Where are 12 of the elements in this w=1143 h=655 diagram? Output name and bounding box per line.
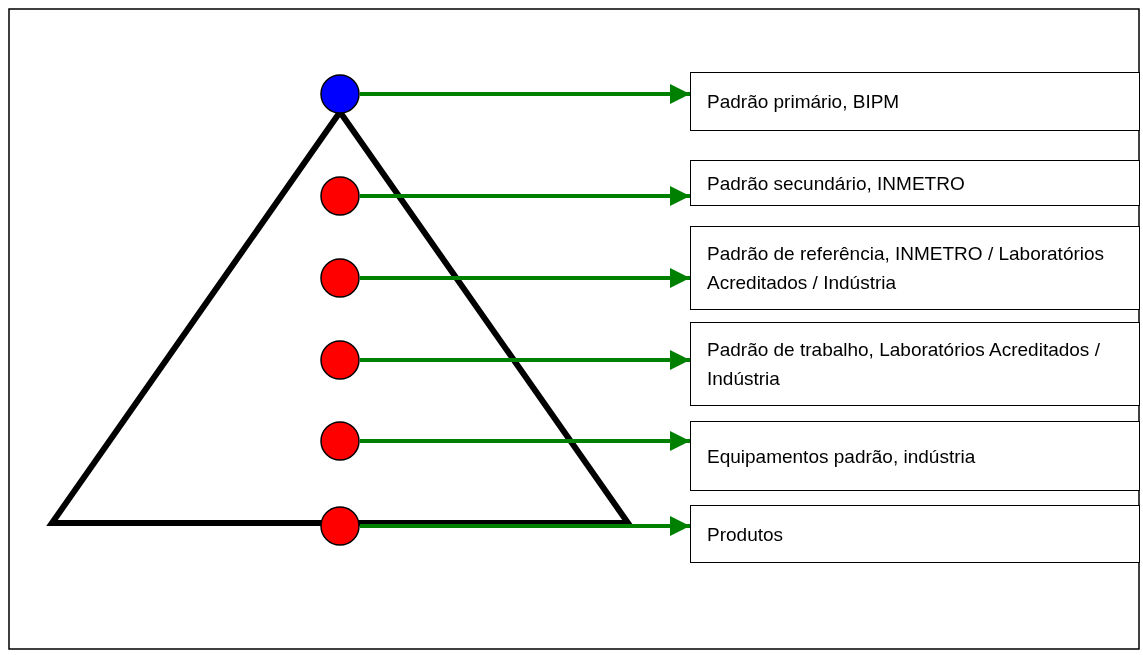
arrow <box>360 268 690 288</box>
level-box: Equipamentos padrão, indústria <box>690 421 1140 491</box>
arrow <box>360 516 690 536</box>
level-box: Padrão primário, BIPM <box>690 72 1140 131</box>
level-box: Padrão de referência, INMETRO / Laboratórios Acreditados / Indústria <box>690 226 1140 310</box>
level-box: Padrão de trabalho, Laboratórios Acreditados / Indústria <box>690 322 1140 406</box>
arrow <box>360 431 690 451</box>
arrow <box>360 350 690 370</box>
level-box: Padrão secundário, INMETRO <box>690 160 1140 206</box>
level-box: Produtos <box>690 505 1140 563</box>
arrow <box>360 84 690 104</box>
arrow <box>360 186 690 206</box>
